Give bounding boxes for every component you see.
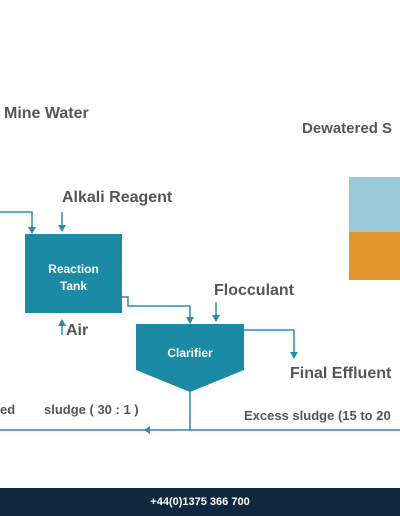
dewatered-swatch-top [349,177,400,232]
footer-bar: +44(0)1375 366 700 [0,488,400,516]
recycle-arrow [144,426,150,434]
partial-left-label: ed [0,402,16,417]
reaction-tank-line2: Tank [59,279,88,293]
alkali-reagent-label: Alkali Reagent [62,189,173,206]
process-diagram [0,177,400,434]
flocculant-label: Flocculant [214,282,295,299]
tank-to-clarifier-line [122,296,194,324]
dewatered-swatch-bottom [349,232,400,280]
effluent-line [244,329,298,359]
dewatered-label: Dewatered S [302,120,393,137]
clarifier-label: Clarifier [167,346,213,360]
mine-water-label: Mine Water [4,105,89,122]
excess-sludge-label: Excess sludge (15 to 20 [244,408,391,423]
sludge-ratio-label: sludge ( 30 : 1 ) [44,402,139,417]
final-effluent-label: Final Effluent [290,365,392,382]
reaction-tank-line1: Reaction [48,262,99,276]
reaction-tank-label: Reaction Tank [25,261,122,295]
clarifier-shape [136,324,244,392]
footer-phone[interactable]: +44(0)1375 366 700 [150,496,250,508]
reaction-tank-box [25,234,122,313]
air-label: Air [66,322,89,339]
inlet-line [0,211,36,234]
